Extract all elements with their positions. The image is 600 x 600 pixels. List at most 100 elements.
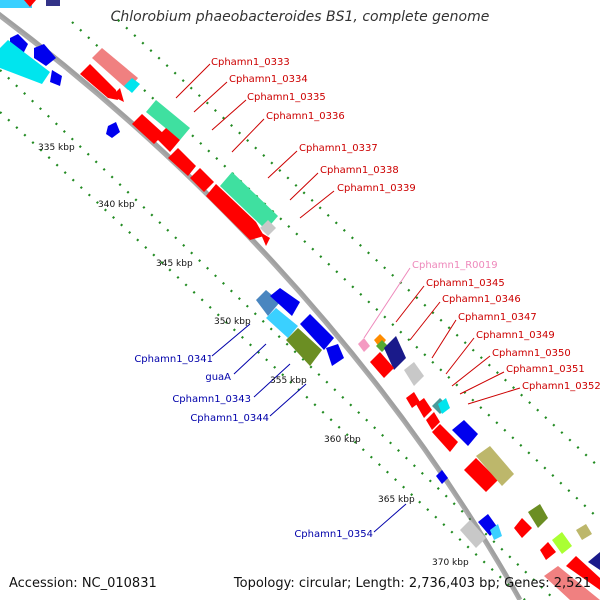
gene-0335[interactable] (146, 100, 190, 140)
gene-0341[interactable] (256, 290, 280, 316)
gene-label-0350[interactable]: Cphamn1_0350 (492, 348, 571, 359)
gene-0333b[interactable] (124, 78, 140, 93)
gene-0339b[interactable] (260, 232, 270, 246)
gene-label-R0019[interactable]: Cphamn1_R0019 (412, 260, 498, 271)
gene-0341b[interactable] (270, 288, 300, 316)
gene-0339[interactable] (206, 184, 264, 240)
conn-0336 (231, 118, 265, 153)
gene-label-0335[interactable]: Cphamn1_0335 (247, 92, 326, 103)
gene-0354c[interactable] (490, 524, 502, 540)
gene-0334[interactable] (80, 64, 118, 100)
kbp-label-360: 360 kbp (324, 435, 361, 445)
gene-label-guaA[interactable]: guaA (205, 372, 231, 383)
conn-R0019 (363, 267, 411, 339)
gene-rev-small[interactable] (436, 470, 448, 484)
gene-0336a[interactable] (132, 114, 164, 144)
gene-rev-b[interactable] (0, 40, 50, 84)
gene-0358[interactable] (552, 532, 572, 554)
gene-0343b[interactable] (326, 344, 344, 366)
gene-0349b[interactable] (416, 398, 432, 418)
gene-0360[interactable] (544, 566, 600, 600)
gene-label-0338[interactable]: Cphamn1_0338 (320, 165, 399, 176)
gene-grey-1[interactable] (260, 220, 276, 236)
gene-label-0337[interactable]: Cphamn1_0337 (299, 143, 378, 154)
conn-0345 (395, 285, 425, 323)
gene-label-0333[interactable]: Cphamn1_0333 (211, 57, 290, 68)
conn-0338 (289, 172, 319, 201)
conn-0346 (409, 301, 441, 341)
partial-features-top (0, 0, 60, 8)
gene-0337[interactable] (168, 148, 196, 176)
gene-label-0346[interactable]: Cphamn1_0346 (442, 294, 521, 305)
gene-label-0336[interactable]: Cphamn1_0336 (266, 111, 345, 122)
gene-0352b[interactable] (452, 420, 478, 446)
gene-0352c[interactable] (464, 458, 498, 492)
kbp-label-345: 345 kbp (156, 259, 193, 269)
gene-label-0352[interactable]: Cphamn1_0352 (522, 381, 600, 392)
gene-0345a[interactable] (374, 334, 386, 348)
gene-rev-c[interactable] (34, 44, 56, 66)
gene-guaA[interactable] (266, 308, 298, 338)
red-gene-top (24, 0, 36, 7)
gene-rev-d[interactable] (50, 70, 62, 86)
gene-label-0354[interactable]: Cphamn1_0354 (294, 529, 373, 540)
guide-inner-far (0, 111, 526, 600)
gene-0346[interactable] (370, 352, 394, 378)
kbp-label-340: 340 kbp (98, 200, 135, 210)
gene-0359[interactable] (566, 556, 600, 590)
tick-guides (0, 19, 600, 600)
gene-0338[interactable] (220, 172, 278, 230)
cyan-gene-top (0, 0, 32, 8)
gene-label-0344[interactable]: Cphamn1_0344 (190, 413, 269, 424)
gene-0356[interactable] (528, 504, 548, 528)
gene-0354a[interactable] (460, 520, 486, 548)
conn-0352 (467, 387, 521, 405)
gene-0333[interactable] (92, 48, 138, 90)
accession-label: Accession: NC_010831 (9, 576, 157, 591)
gene-0352d[interactable] (476, 446, 514, 486)
gene-0344[interactable] (286, 328, 322, 366)
gene-label-0341[interactable]: Cphamn1_0341 (134, 354, 213, 365)
gene-label-0343[interactable]: Cphamn1_0343 (172, 394, 251, 405)
guide-outer-near (71, 21, 600, 521)
gene-0345c[interactable] (384, 336, 406, 370)
gene-label-0345[interactable]: Cphamn1_0345 (426, 278, 505, 289)
conn-0343 (253, 363, 291, 398)
gene-0343a[interactable] (300, 314, 334, 350)
gene-0337b[interactable] (190, 168, 214, 192)
conn-0349 (445, 337, 475, 375)
gene-0350b[interactable] (426, 412, 440, 430)
gene-0334b[interactable] (112, 88, 124, 102)
topology-label: Topology: circular; Length: 2,736,403 bp… (233, 576, 591, 591)
gene-labels-right[interactable]: Cphamn1_0333 Cphamn1_0334 Cphamn1_0335 C… (211, 57, 600, 392)
kbp-label-355: 355 kbp (270, 376, 307, 386)
conn-0341 (211, 323, 251, 357)
conn-0337 (267, 150, 298, 179)
label-connectors (175, 63, 521, 533)
gene-0361[interactable] (588, 552, 600, 570)
gene-0357[interactable] (540, 542, 556, 560)
gene-0359b[interactable] (576, 524, 592, 540)
gene-0336b[interactable] (156, 128, 180, 152)
gene-rev-e[interactable] (106, 122, 120, 138)
map-title: Chlorobium phaeobacteroides BS1, complet… (110, 9, 490, 25)
gene-0347[interactable] (404, 362, 424, 386)
backbone-line (0, 11, 522, 599)
gene-label-0349[interactable]: Cphamn1_0349 (476, 330, 555, 341)
gene-label-0334[interactable]: Cphamn1_0334 (229, 74, 308, 85)
gene-label-0339[interactable]: Cphamn1_0339 (337, 183, 416, 194)
conn-0334 (193, 81, 228, 113)
gene-features[interactable] (0, 34, 600, 600)
gene-R0019[interactable] (358, 338, 370, 352)
kbp-label-370: 370 kbp (432, 558, 469, 568)
kbp-label-365: 365 kbp (378, 495, 415, 505)
gene-0355[interactable] (514, 518, 532, 538)
gene-0352a[interactable] (432, 424, 458, 452)
dark-gene-top (46, 0, 60, 6)
gene-label-0347[interactable]: Cphamn1_0347 (458, 312, 537, 323)
kbp-label-335: 335 kbp (38, 143, 75, 153)
gene-labels-left[interactable]: Cphamn1_0341 guaA Cphamn1_0343 Cphamn1_0… (134, 354, 373, 540)
gene-0351[interactable] (438, 398, 450, 414)
gene-label-0351[interactable]: Cphamn1_0351 (506, 364, 585, 375)
